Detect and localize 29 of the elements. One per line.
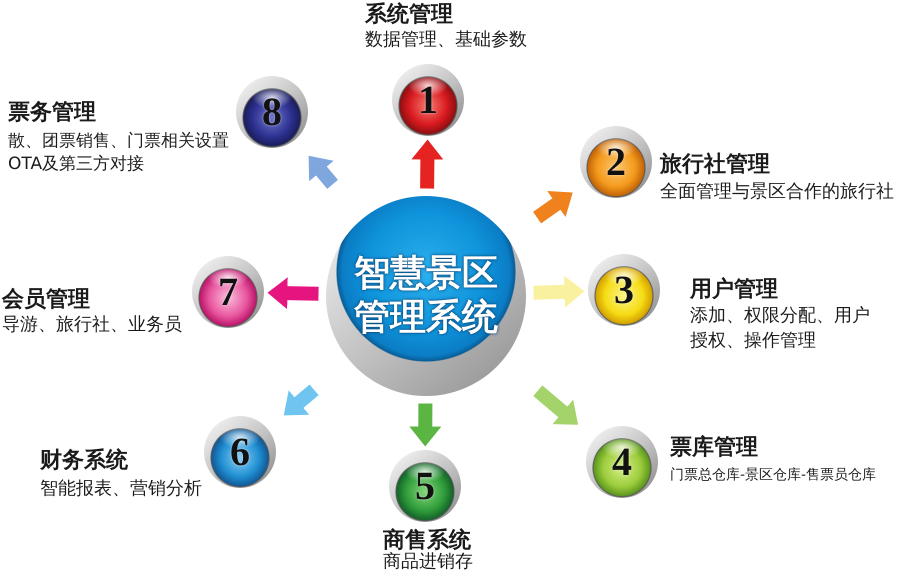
module-description: 数据管理、基础参数 xyxy=(365,28,527,52)
circle-number: 1 xyxy=(418,80,438,120)
circle-number: 5 xyxy=(415,466,435,506)
circle-number: 2 xyxy=(606,142,626,182)
module-heading: 用户管理 xyxy=(690,278,778,302)
module-heading: 票库管理 xyxy=(670,436,758,460)
module-heading: 会员管理 xyxy=(2,288,90,312)
circle-number: 4 xyxy=(612,442,632,482)
module-description: 商品进销存 xyxy=(383,551,473,573)
module-description: 智能报表、营销分析 xyxy=(40,477,202,501)
circle-number: 7 xyxy=(218,272,238,312)
arrow xyxy=(409,403,442,447)
hub-title: 智慧景区管理系统 xyxy=(353,252,499,340)
module-heading: 票务管理 xyxy=(8,101,96,125)
module-heading: 商售系统 xyxy=(383,529,471,553)
circle-number: 3 xyxy=(614,270,634,310)
module-description: 散、团票销售、门票相关设置OTA及第三方对接 xyxy=(8,130,230,176)
module-heading: 系统管理 xyxy=(365,3,453,27)
module-description: 添加、权限分配、用户授权、操作管理 xyxy=(690,304,871,353)
module-description: 导游、旅行社、业务员 xyxy=(2,313,182,337)
circle-number: 6 xyxy=(230,432,250,472)
module-description: 门票总仓库-景区仓库-售票员仓库 xyxy=(670,466,876,485)
arrow xyxy=(411,139,444,189)
module-heading: 旅行社管理 xyxy=(660,153,770,177)
module-heading: 财务系统 xyxy=(40,449,128,473)
arrow xyxy=(533,276,585,308)
module-description: 全面管理与景区合作的旅行社 xyxy=(660,180,894,204)
arrow xyxy=(267,277,319,310)
circle-number: 8 xyxy=(262,92,282,132)
